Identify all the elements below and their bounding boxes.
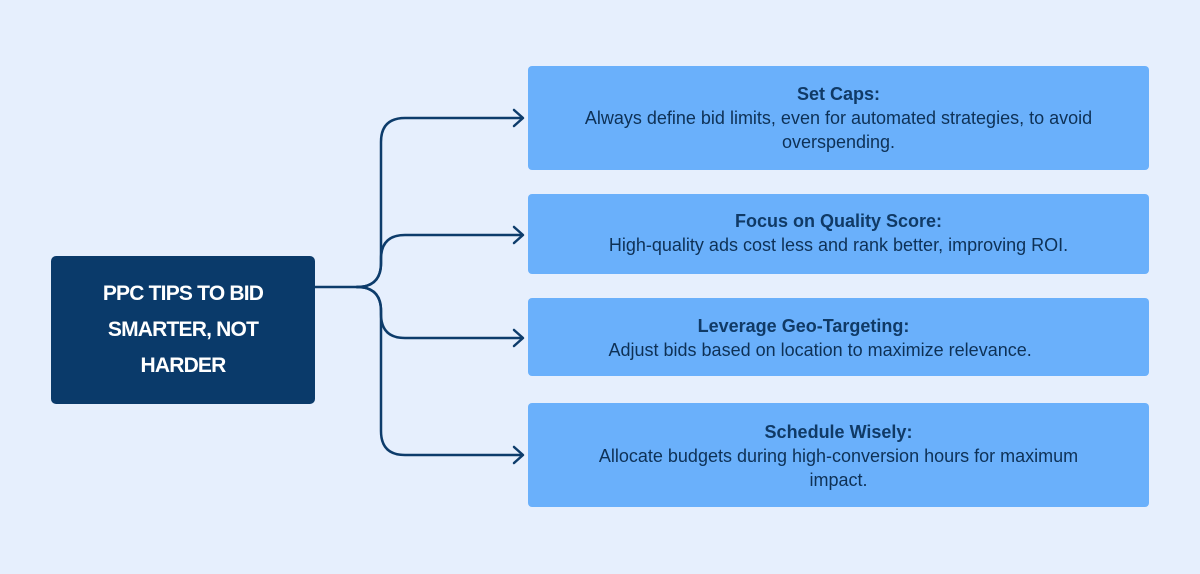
arrowhead-icon xyxy=(512,328,525,348)
tip-box-schedule-wisely: Schedule Wisely: Allocate budgets during… xyxy=(528,403,1149,507)
tip-body: Adjust bids based on location to maximiz… xyxy=(608,340,1032,360)
tip-box-set-caps: Set Caps: Always define bid limits, even… xyxy=(528,66,1149,170)
branch-line-quality-score xyxy=(355,233,524,289)
tip-title: Focus on Quality Score: xyxy=(734,211,943,231)
root-title: PPC TIPS TO BID SMARTER, NOT HARDER xyxy=(102,282,264,377)
arrowhead-icon xyxy=(512,108,525,128)
tip-body: High-quality ads cost less and rank bett… xyxy=(608,235,1069,255)
tip-box-geo-targeting: Leverage Geo-Targeting: Adjust bids base… xyxy=(528,298,1149,376)
tip-title: Schedule Wisely: xyxy=(764,422,913,442)
arrowhead-icon xyxy=(512,225,525,245)
tip-title: Leverage Geo-Targeting: xyxy=(697,316,910,336)
tip-box-quality-score: Focus on Quality Score: High-quality ads… xyxy=(528,194,1149,274)
root-node: PPC TIPS TO BID SMARTER, NOT HARDER xyxy=(51,256,315,404)
tip-body: Always define bid limits, even for autom… xyxy=(584,108,1093,152)
branch-line-schedule xyxy=(355,285,524,457)
arrowhead-icon xyxy=(512,445,525,465)
tip-title: Set Caps: xyxy=(796,84,881,104)
tip-body: Allocate budgets during high-conversion … xyxy=(598,446,1079,490)
